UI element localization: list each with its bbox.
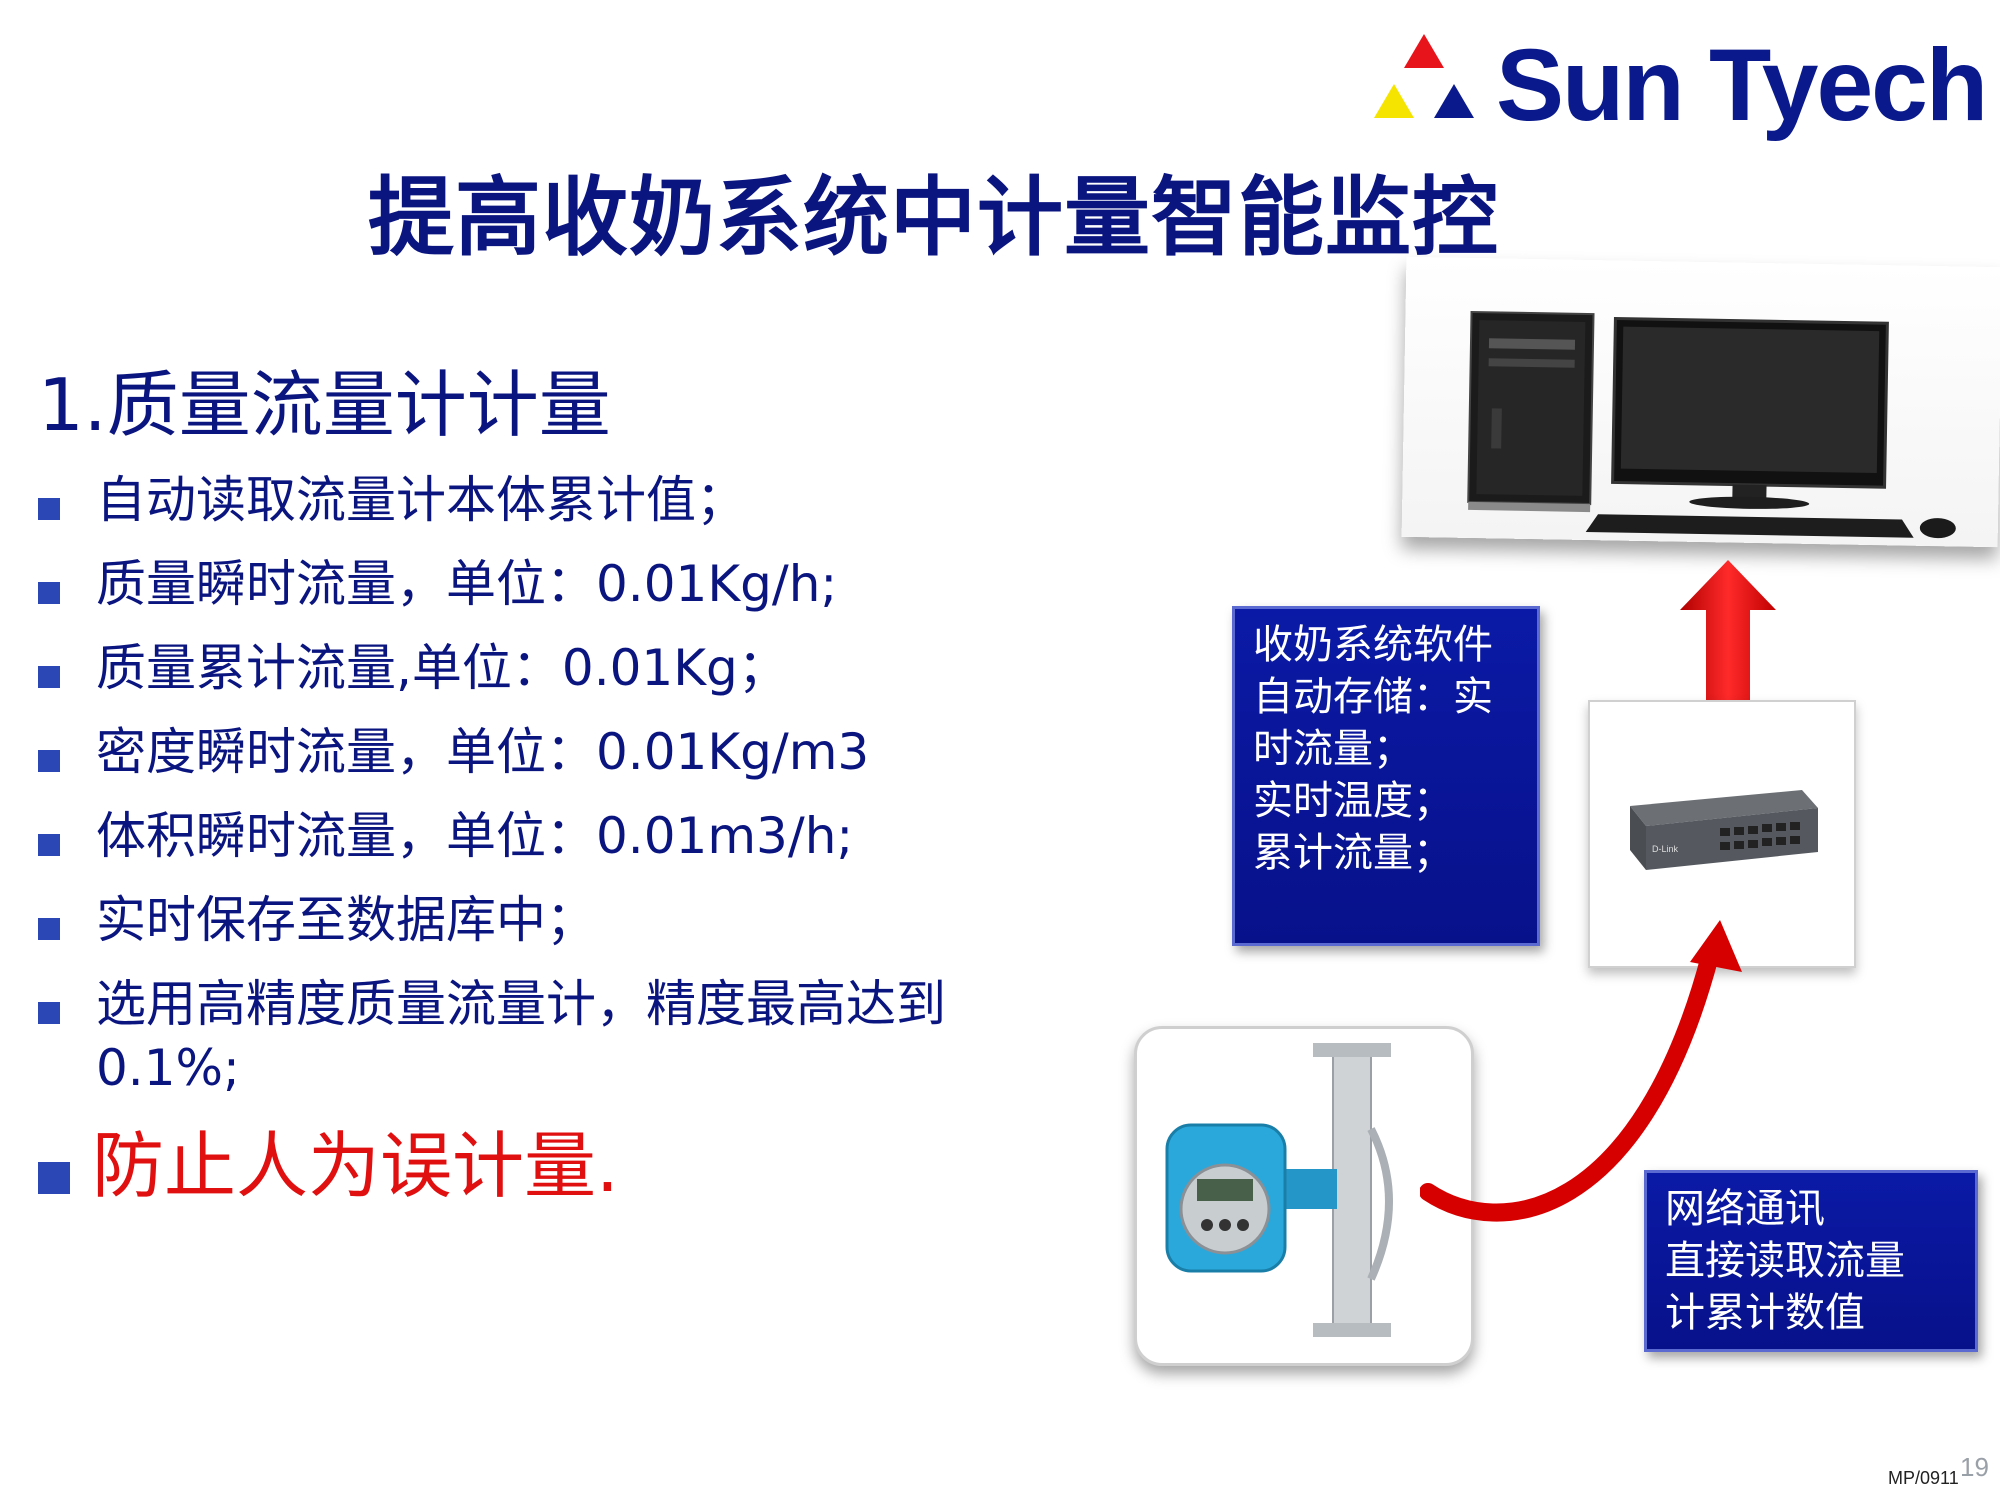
info-line: 直接读取流量	[1665, 1238, 1905, 1284]
bullet-square-icon	[38, 834, 60, 856]
bullet-text: 质量瞬时流量，单位：0.01Kg/h;	[96, 555, 838, 613]
bullet-square-icon	[38, 918, 60, 940]
page-number: 19	[1960, 1452, 1989, 1482]
info-line: 收奶系统软件	[1253, 622, 1493, 668]
bullet-text: 自动读取流量计本体累计值；	[96, 471, 746, 529]
info-line: 网络通讯	[1665, 1186, 1825, 1232]
bullet-item: 实时保存至数据库中；	[38, 888, 596, 952]
flowmeter-image	[1134, 1026, 1474, 1366]
bullet-square-icon	[38, 1162, 70, 1194]
highlight-text: 防止人为误计量.	[92, 1124, 619, 1208]
section-heading: 1.质量流量计计量	[38, 363, 611, 447]
page-title: 提高收奶系统中计量智能监控	[368, 168, 1499, 268]
info-line: 计累计数值	[1665, 1290, 1865, 1336]
switch-brand: D-Link	[1652, 844, 1679, 854]
footer-code: MP/0911	[1888, 1468, 1959, 1488]
bullet-text: 选用高精度质量流量计，精度最高达到0.1%;	[96, 975, 946, 1097]
bullet-square-icon	[38, 582, 60, 604]
network-switch-icon: D-Link	[1630, 790, 1818, 870]
bullet-item: 体积瞬时流量，单位：0.01m3/h;	[38, 804, 853, 868]
bullet-item: 密度瞬时流量，单位：0.01Kg/m3	[38, 720, 869, 784]
bullet-text: 实时保存至数据库中；	[96, 891, 596, 949]
info-line: 时流量；	[1253, 726, 1413, 772]
bullet-item: 质量累计流量,单位：0.01Kg；	[38, 636, 788, 700]
bullet-square-icon	[38, 750, 60, 772]
bullet-item: 自动读取流量计本体累计值；	[38, 468, 746, 532]
bullet-square-icon	[38, 498, 60, 520]
info-line: 累计流量；	[1253, 830, 1453, 876]
software-info-box: 收奶系统软件 自动存储：实 时流量； 实时温度； 累计流量；	[1232, 606, 1540, 946]
computer-image	[1401, 256, 2000, 548]
mass-flowmeter-icon	[1165, 1043, 1393, 1337]
logo-text: Sun Tyech	[1496, 28, 1988, 142]
curved-arrow-icon	[1420, 920, 1742, 1222]
up-arrow-icon	[1680, 560, 1776, 746]
bullet-square-icon	[38, 1002, 60, 1024]
desktop-computer-icon	[1467, 310, 1956, 539]
bullet-text: 体积瞬时流量，单位：0.01m3/h;	[96, 807, 854, 865]
bullet-item: 选用高精度质量流量计，精度最高达到0.1%;	[38, 972, 1076, 1100]
highlight-bullet: 防止人为误计量.	[38, 1118, 619, 1214]
bullet-text: 密度瞬时流量，单位：0.01Kg/m3	[96, 723, 870, 781]
info-line: 自动存储：实	[1253, 674, 1493, 720]
bullet-item: 质量瞬时流量，单位：0.01Kg/h;	[38, 552, 837, 616]
network-info-box: 网络通讯 直接读取流量 计累计数值	[1644, 1170, 1978, 1352]
network-switch-image: D-Link	[1588, 700, 1856, 968]
bullet-square-icon	[38, 666, 60, 688]
logo-mark-icon	[1374, 34, 1474, 118]
bullet-text: 质量累计流量,单位：0.01Kg；	[96, 639, 788, 697]
info-line: 实时温度；	[1253, 778, 1453, 824]
